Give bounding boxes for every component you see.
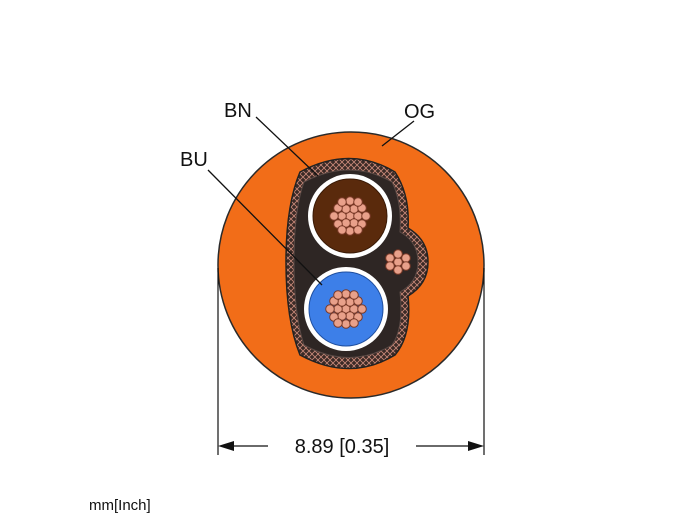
og-leader-line — [381, 120, 415, 147]
bn-leader-line — [255, 116, 319, 177]
dimension-arrow-right — [468, 441, 484, 451]
drain-wire — [385, 249, 411, 275]
dimension-value: 8.89 [0.35] — [295, 436, 390, 458]
dimension-arrow-left — [218, 441, 234, 451]
label-bn: BN — [224, 100, 252, 122]
units-note: mm[Inch] — [89, 497, 151, 514]
bu-leader-line — [207, 169, 323, 286]
label-bu: BU — [180, 149, 208, 171]
label-og: OG — [404, 101, 435, 123]
